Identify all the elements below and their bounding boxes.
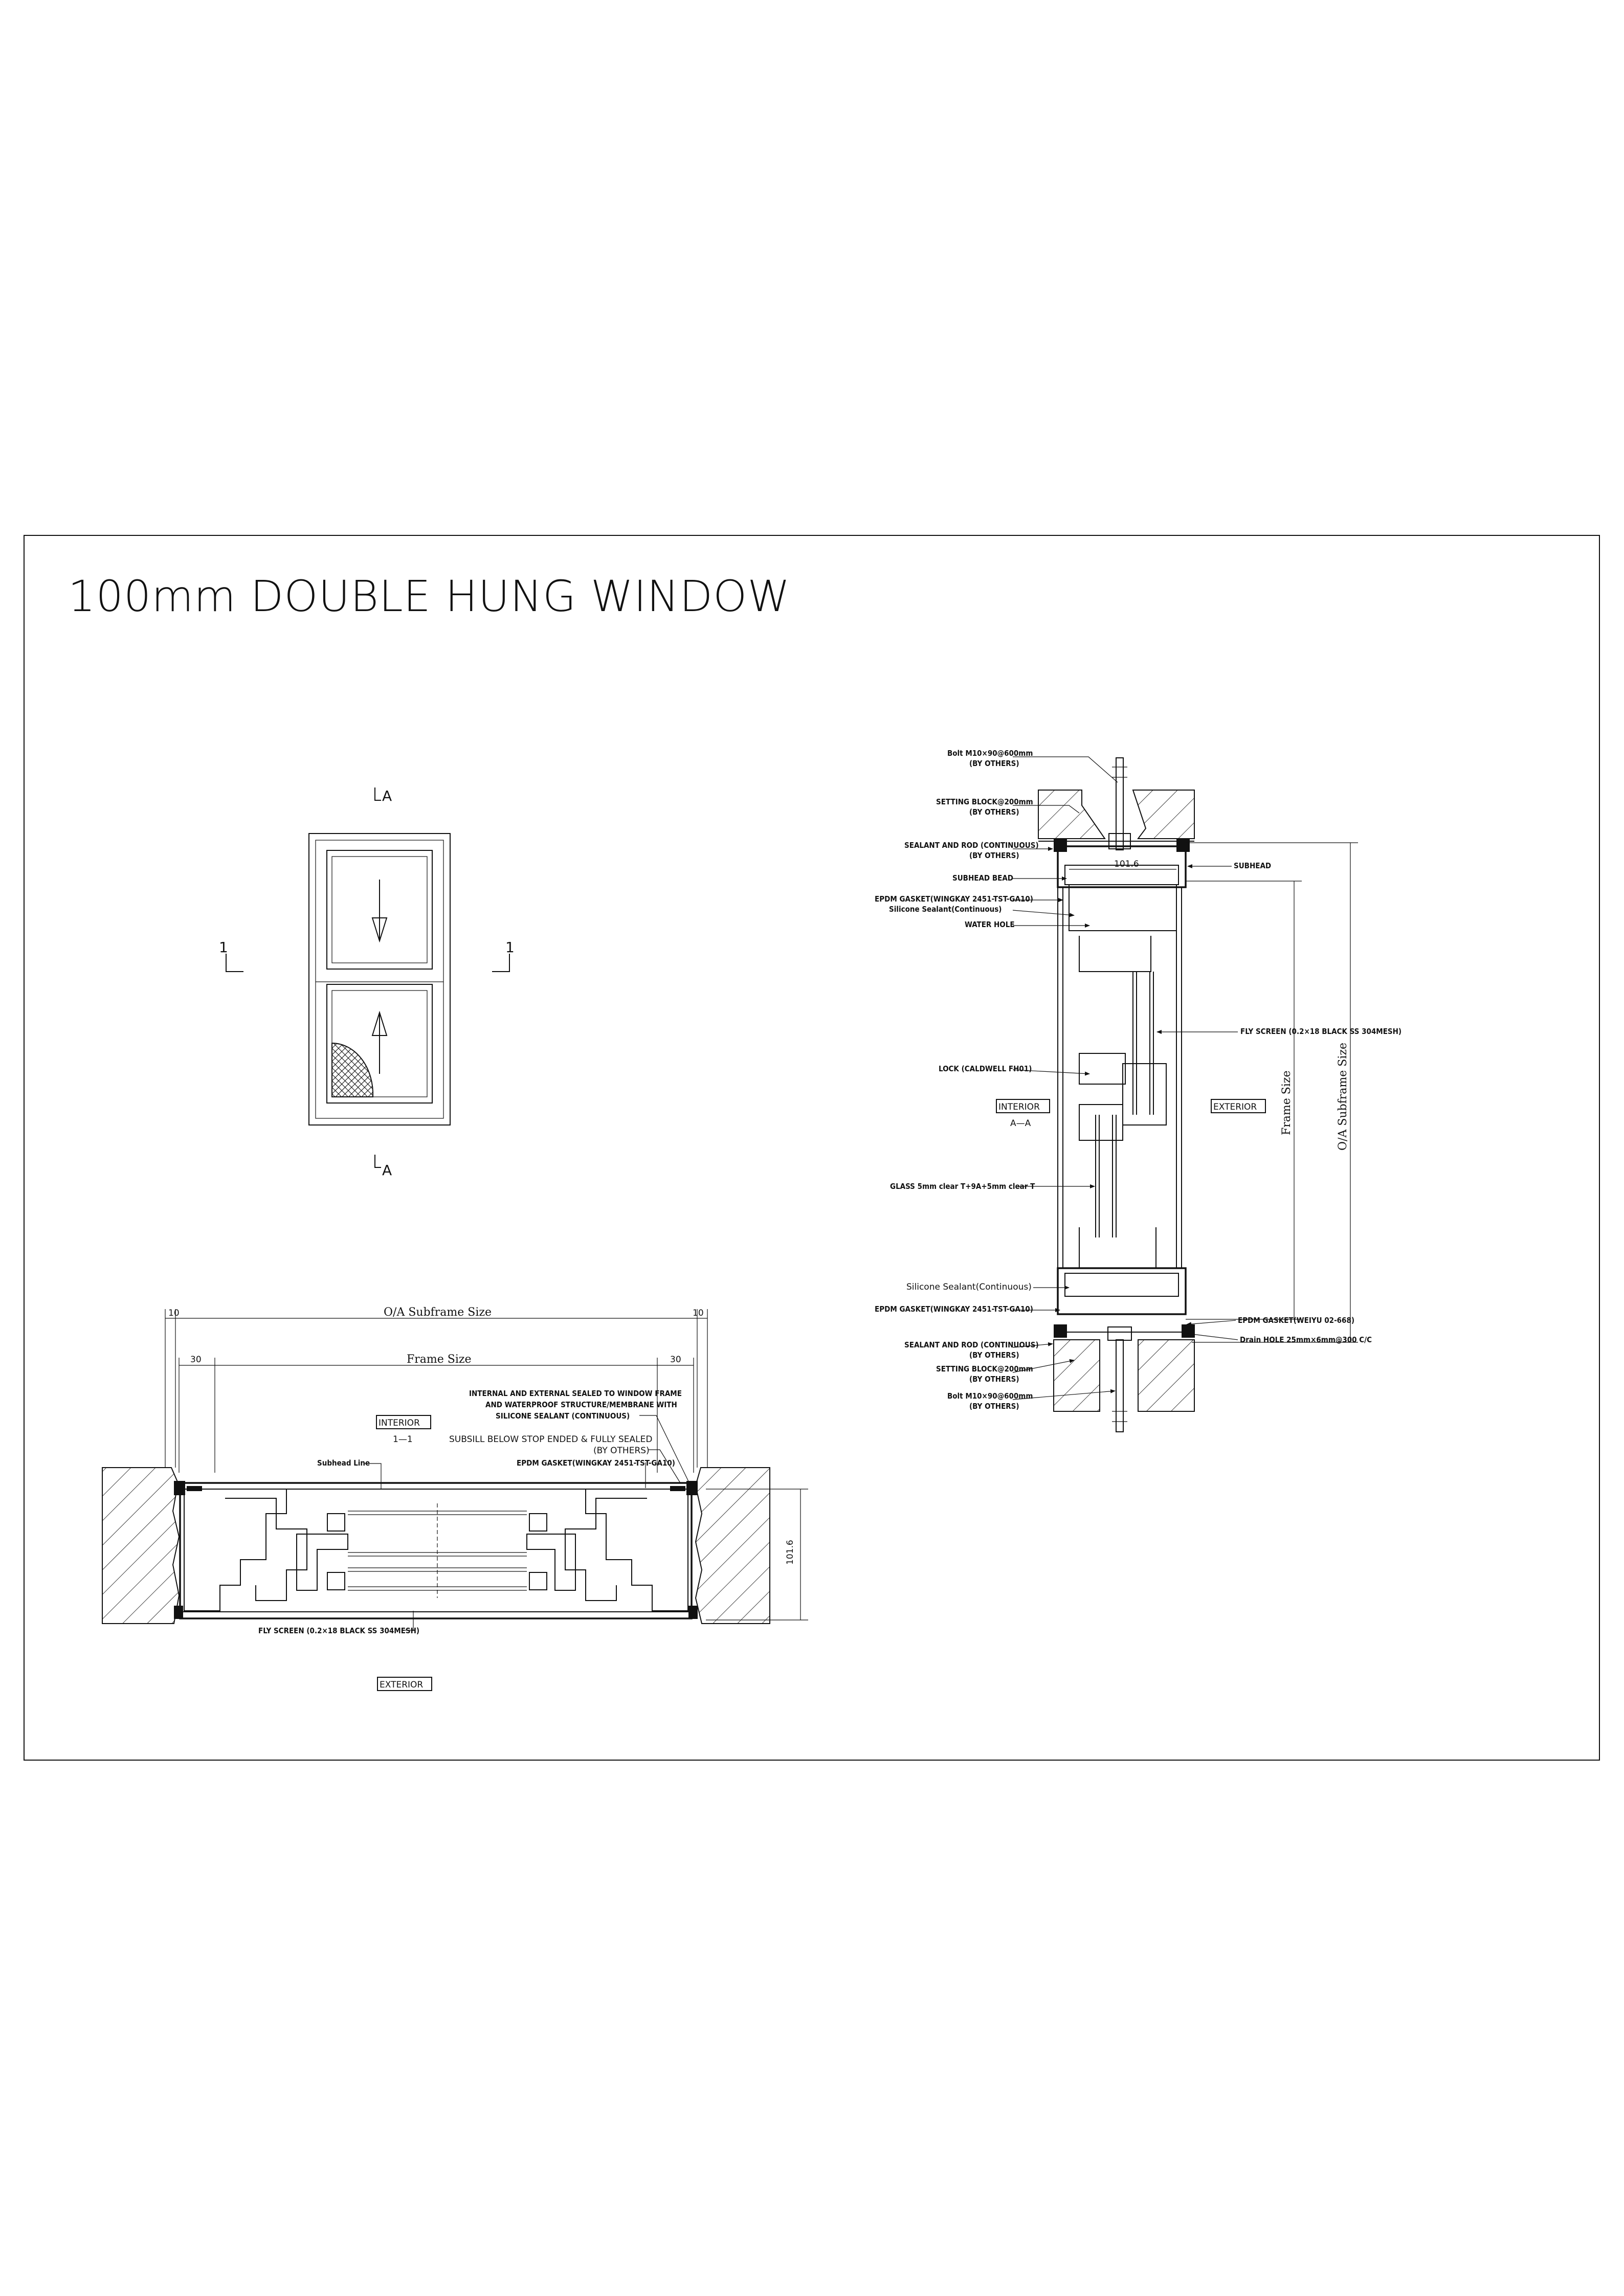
plan-exterior-label: EXTERIOR <box>380 1680 423 1690</box>
plan-note-fly-screen: FLY SCREEN (0.2×18 BLACK SS 304MESH) <box>258 1626 419 1635</box>
section-a-label-top: A <box>382 787 392 804</box>
va-note-setting-bottom-2: (BY OTHERS) <box>969 1375 1019 1384</box>
va-note-subhead-bead: SUBHEAD BEAD <box>952 873 1013 883</box>
plan-dim-30-left: 30 <box>190 1355 202 1365</box>
plan-section-1-1: O/A Subframe Size Frame Size 10 10 30 30… <box>102 1306 808 1691</box>
va-note-bolt-top-1: Bolt M10×90@600mm <box>947 749 1033 758</box>
va-note-bolt-bottom-2: (BY OTHERS) <box>969 1402 1019 1411</box>
bolt-top-icon <box>1108 757 1131 850</box>
sheet-border <box>24 535 1600 1761</box>
vertical-section-a-a: 101.6 <box>875 749 1401 1432</box>
plan-note-internal-external-1: INTERNAL AND EXTERNAL SEALED TO WINDOW F… <box>469 1389 682 1398</box>
plan-depth-label: 101.6 <box>785 1540 795 1565</box>
va-note-sealant-top-1: SEALANT AND ROD (CONTINUOUS) <box>904 841 1039 850</box>
va-note-bolt-bottom-1: Bolt M10×90@600mm <box>947 1391 1033 1401</box>
va-note-glass: GLASS 5mm clear T+9A+5mm clear T <box>890 1182 1035 1191</box>
va-note-sealant-bottom-1: SEALANT AND ROD (CONTINUOUS) <box>904 1340 1039 1349</box>
va-note-fly-screen: FLY SCREEN (0.2×18 BLACK SS 304MESH) <box>1240 1027 1401 1036</box>
plan-note-subsill-2: (BY OTHERS) <box>593 1446 650 1456</box>
plan-note-internal-external-3: SILICONE SEALANT (CONTINUOUS) <box>496 1411 630 1421</box>
va-interior-label: INTERIOR <box>998 1102 1040 1112</box>
plan-section-name: 1—1 <box>393 1434 413 1445</box>
va-note-epdm-top: EPDM GASKET(WINGKAY 2451-TST-GA10) <box>875 894 1033 904</box>
plan-interior-label: INTERIOR <box>379 1418 420 1428</box>
va-note-setting-bottom-1: SETTING BLOCK@200mm <box>936 1364 1033 1374</box>
va-exterior-label: EXTERIOR <box>1213 1102 1257 1112</box>
va-note-sealant-top-2: (BY OTHERS) <box>969 851 1019 860</box>
va-note-bolt-top-2: (BY OTHERS) <box>969 759 1019 768</box>
va-oa-subframe-label: O/A Subframe Size <box>1337 1043 1349 1151</box>
plan-dim-10-left: 10 <box>168 1308 180 1318</box>
va-section-name: A—A <box>1010 1118 1031 1129</box>
va-note-setting-top-2: (BY OTHERS) <box>969 807 1019 817</box>
plan-exterior-tag: EXTERIOR <box>377 1677 432 1691</box>
va-frame-size-label: Frame Size <box>1280 1071 1293 1136</box>
plan-dim-30-right: 30 <box>670 1355 681 1365</box>
plan-note-internal-external-2: AND WATERPROOF STRUCTURE/MEMBRANE WITH <box>485 1400 677 1409</box>
va-note-drain-hole: Drain HOLE 25mm×6mm@300 C/C <box>1240 1335 1372 1344</box>
section-marker-1-right: 1 <box>492 939 515 972</box>
plan-note-epdm: EPDM GASKET(WINGKAY 2451-TST-GA10) <box>517 1458 675 1468</box>
arrow-up-icon <box>371 1010 388 1074</box>
arrow-down-icon <box>371 880 388 943</box>
va-note-sealant-bottom-2: (BY OTHERS) <box>969 1350 1019 1360</box>
va-note-setting-top-1: SETTING BLOCK@200mm <box>936 797 1033 806</box>
va-note-silicone-bottom: Silicone Sealant(Continuous) <box>906 1282 1032 1292</box>
section-marker-1-left: 1 <box>219 939 243 972</box>
va-note-water-hole: WATER HOLE <box>965 920 1015 929</box>
plan-note-subsill-1: SUBSILL BELOW STOP ENDED & FULLY SEALED <box>449 1434 652 1445</box>
plan-oa-subframe-label: O/A Subframe Size <box>384 1306 492 1319</box>
plan-frame-size-label: Frame Size <box>407 1353 472 1366</box>
va-note-epdm-bottom: EPDM GASKET(WINGKAY 2451-TST-GA10) <box>875 1304 1033 1314</box>
plan-note-subhead-line: Subhead Line <box>317 1458 370 1468</box>
plan-dimensions: O/A Subframe Size Frame Size 10 10 30 30… <box>165 1306 808 1620</box>
bolt-bottom-icon <box>1107 1326 1132 1432</box>
va-depth-label: 101.6 <box>1114 859 1139 869</box>
va-note-lock: LOCK (CALDWELL FH01) <box>939 1064 1032 1073</box>
drawing-title: 100mm DOUBLE HUNG WINDOW <box>68 571 790 621</box>
plan-dim-10-right: 10 <box>693 1308 704 1318</box>
va-interior-tag: INTERIOR <box>996 1099 1050 1113</box>
plan-interior-tag: INTERIOR <box>376 1415 431 1429</box>
section-a-label-bottom: A <box>382 1162 392 1179</box>
section-marker-a-bottom: A <box>374 1155 392 1179</box>
section-1-label-left: 1 <box>219 939 228 956</box>
window-elevation: A A 1 1 <box>219 787 515 1179</box>
section-1-label-right: 1 <box>505 939 515 956</box>
section-marker-a-top: A <box>374 787 392 804</box>
va-exterior-tag: EXTERIOR <box>1211 1099 1266 1113</box>
va-note-subhead: SUBHEAD <box>1234 861 1271 870</box>
va-note-silicone-top: Silicone Sealant(Continuous) <box>889 905 1002 914</box>
va-note-epdm-right: EPDM GASKET(WEIYU 02-668) <box>1238 1316 1354 1325</box>
